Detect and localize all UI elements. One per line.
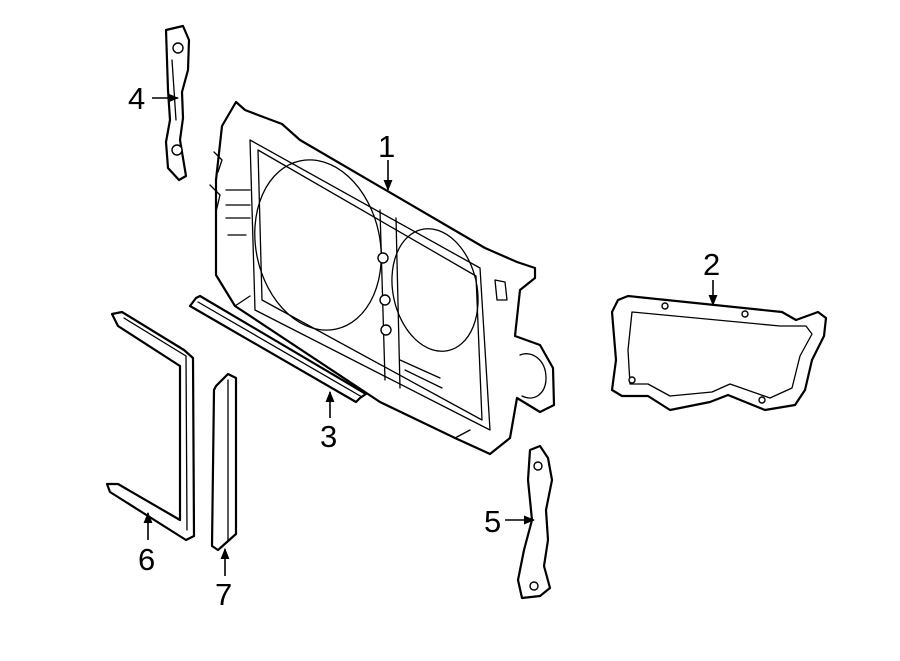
part-2-side-frame[interactable]	[610, 294, 828, 412]
part-6-l-seal[interactable]	[105, 310, 196, 542]
callout-2: 2	[703, 247, 720, 282]
part-7-vertical-seal[interactable]	[210, 372, 238, 552]
callout-3: 3	[320, 419, 337, 454]
part-1-radiator-support[interactable]	[209, 100, 556, 456]
callout-5: 5	[484, 504, 501, 539]
callout-7: 7	[215, 577, 232, 612]
part-5-lower-bracket[interactable]	[516, 444, 554, 600]
part-4-upper-bracket[interactable]	[164, 24, 191, 182]
callout-4: 4	[128, 81, 145, 116]
part-3-seal-strip[interactable]	[188, 294, 368, 404]
callout-1: 1	[378, 129, 395, 164]
callout-6: 6	[138, 542, 155, 577]
